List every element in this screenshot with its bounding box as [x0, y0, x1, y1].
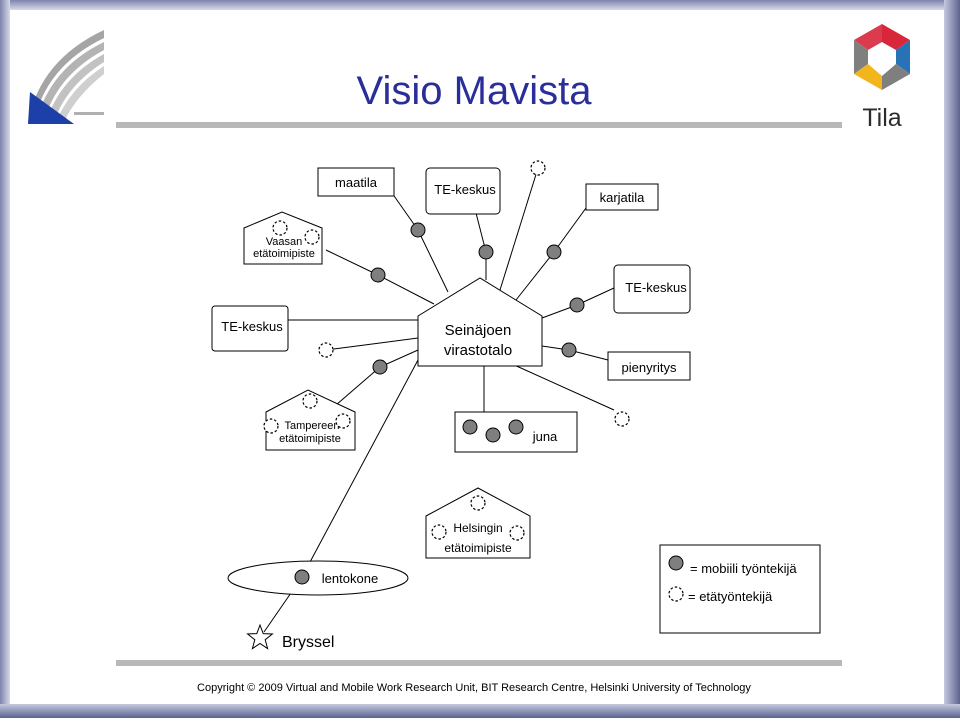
bryssel-label: Bryssel — [282, 634, 334, 651]
slide-title: Visio Mavista — [357, 69, 593, 113]
box-te-top: TE-keskus — [425, 167, 501, 215]
line-karjatila — [553, 207, 587, 253]
line-vaasa — [325, 249, 379, 276]
line-maatila — [391, 192, 419, 231]
remote-worker-icon — [302, 393, 318, 409]
mobile-worker-icon — [370, 267, 386, 283]
lentokone-label: lentokone — [322, 571, 378, 586]
line-remote-right — [511, 363, 615, 411]
remote-worker-icon — [304, 229, 320, 245]
mobile-worker-icon — [508, 419, 524, 435]
tampere-line2: etätoimipiste — [279, 433, 341, 445]
line-tampere — [335, 366, 381, 406]
remote-worker-icon — [530, 160, 546, 176]
mobile-worker-icon — [478, 244, 494, 260]
title-rule — [116, 122, 842, 128]
center-line2: virastotalo — [444, 342, 512, 359]
helsinki-line2: etätoimipiste — [444, 541, 512, 555]
legend-mobile-label: = mobiili työntekijä — [690, 561, 797, 576]
box-pienyritys-label: pienyritys — [622, 360, 677, 375]
mobile-worker-icon — [372, 359, 388, 375]
remote-worker-icon — [470, 495, 486, 511]
tampere-line1: Tampereen — [284, 420, 339, 432]
line-karjatila-center — [515, 251, 555, 301]
helsinki-line1: Helsingin — [453, 521, 502, 535]
house-helsinki: Helsingin etätoimipiste — [425, 487, 531, 559]
legend-mobile-icon — [668, 555, 684, 571]
remote-worker-icon — [509, 525, 525, 541]
tila-logo-text: Tila — [862, 104, 901, 132]
vaasa-line1: Vaasan — [266, 236, 303, 248]
remote-worker-icon — [263, 418, 279, 434]
mobile-worker-icon — [546, 244, 562, 260]
mobile-worker-icon — [561, 342, 577, 358]
house-tampere: Tampereen etätoimipiste — [265, 389, 356, 451]
remote-worker-icon — [431, 524, 447, 540]
box-pienyritys: pienyritys — [607, 351, 691, 381]
lentokone-ellipse: lentokone — [227, 560, 409, 596]
remote-workers — [263, 160, 630, 541]
mobile-workers — [294, 222, 585, 585]
box-juna-label: juna — [532, 429, 558, 444]
box-karjatila: karjatila — [585, 183, 659, 211]
remote-worker-icon — [335, 413, 351, 429]
mobile-worker-icon — [410, 222, 426, 238]
box-maatila-label: maatila — [335, 175, 378, 190]
line-vaasa-center — [377, 274, 435, 305]
box-te-left-label: TE-keskus — [221, 319, 283, 334]
mobile-worker-icon — [569, 297, 585, 313]
bryssel: Bryssel — [246, 623, 334, 651]
star-icon — [246, 623, 274, 650]
box-te-left: TE-keskus — [211, 305, 289, 352]
house-vaasa: Vaasan etätoimipiste — [243, 211, 323, 265]
house-center: Seinäjoen virastotalo — [417, 277, 543, 367]
line-remote-top — [499, 167, 539, 291]
legend-remote-label: = etätyöntekijä — [688, 589, 773, 604]
footer-rule — [116, 660, 842, 666]
center-line1: Seinäjoen — [445, 322, 512, 339]
line-lentokone — [301, 359, 419, 578]
mobile-worker-icon — [294, 569, 310, 585]
box-maatila: maatila — [317, 167, 395, 197]
remote-worker-icon — [318, 342, 334, 358]
box-te-top-label: TE-keskus — [434, 182, 496, 197]
mobile-worker-icon — [485, 427, 501, 443]
legend-remote-icon — [668, 586, 684, 602]
box-karjatila-label: karjatila — [600, 190, 646, 205]
box-te-right-label: TE-keskus — [625, 280, 687, 295]
remote-worker-icon — [614, 411, 630, 427]
footer-copyright: Copyright © 2009 Virtual and Mobile Work… — [197, 682, 751, 694]
remote-worker-icon — [272, 220, 288, 236]
vaasa-line2: etätoimipiste — [253, 248, 315, 260]
box-te-right: TE-keskus — [613, 264, 691, 314]
mobile-worker-icon — [462, 419, 478, 435]
legend: = mobiili työntekijä = etätyöntekijä — [659, 544, 821, 634]
line-maatila-center — [417, 229, 449, 293]
line-remote-left — [325, 337, 419, 351]
tila-logo: Tila — [854, 24, 910, 132]
university-logo — [28, 30, 104, 124]
